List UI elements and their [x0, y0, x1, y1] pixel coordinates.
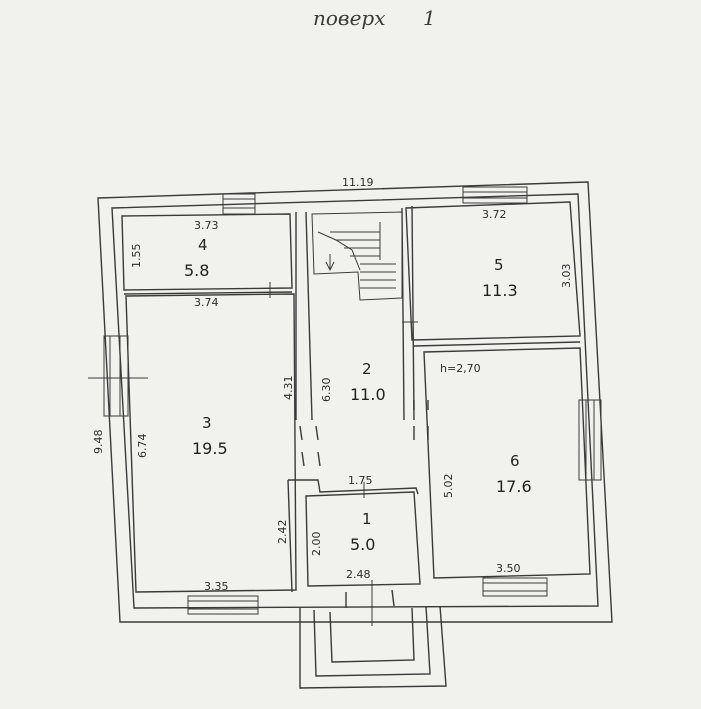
entrance-porch [299, 589, 447, 689]
room-4-area: 5.8 [184, 261, 209, 280]
outer-wall [97, 181, 613, 623]
corridor-walls [295, 205, 429, 467]
room-1-top-wall [288, 479, 419, 495]
room-1-top-dim: 1.75 [348, 474, 373, 487]
room-1-outline [305, 491, 421, 587]
room-4-top-dim: 3.73 [194, 219, 219, 232]
room-5-side-dim: 3.03 [560, 264, 573, 289]
room-5-number: 5 [494, 256, 504, 274]
room-5-outline [405, 201, 581, 341]
room-6-side-dim: 5.02 [442, 474, 455, 499]
room-3-number: 3 [202, 414, 212, 432]
room-4-outline [121, 213, 293, 291]
room-2-area: 11.0 [350, 385, 386, 404]
staircase [311, 211, 403, 301]
room-4-bottom-wall [123, 291, 293, 295]
ceiling-height: h=2,70 [440, 362, 481, 375]
floor-number: 1 [423, 6, 436, 30]
room-3-right-dim: 4.31 [282, 376, 295, 401]
room-1-left-wall [287, 479, 293, 593]
room-3-area: 19.5 [192, 439, 228, 458]
room-1-side-dim: 2.00 [310, 532, 323, 557]
room-5-area: 11.3 [482, 281, 518, 300]
room-6-top-wall [413, 341, 581, 347]
room-4-number: 4 [198, 236, 208, 254]
room-2-side-dim: 6.30 [320, 378, 333, 403]
room-6-outline [423, 347, 591, 579]
overall-width-dim: 11.19 [342, 176, 374, 189]
room-1-bottom-dim: 2.48 [346, 568, 371, 581]
room-6-bottom-dim: 3.50 [496, 562, 521, 575]
room-2-number: 2 [362, 360, 372, 378]
room-3-top-dim: 3.74 [194, 296, 219, 309]
room-3-bottom-dim: 3.35 [204, 580, 229, 593]
room-6-area: 17.6 [496, 477, 532, 496]
room-1-area: 5.0 [350, 535, 375, 554]
room-5-top-dim: 3.72 [482, 208, 507, 221]
room-3-side-dim: 6.74 [136, 434, 149, 459]
floor-label: поверх [313, 6, 386, 30]
room-4-side-dim: 1.55 [130, 244, 143, 269]
room-1-number: 1 [362, 510, 372, 528]
overall-height-dim: 9.48 [92, 430, 105, 455]
room-3-outline [125, 293, 297, 593]
room-6-number: 6 [510, 452, 520, 470]
room-1-outer-dim: 2.42 [276, 520, 289, 545]
windows [88, 186, 602, 615]
